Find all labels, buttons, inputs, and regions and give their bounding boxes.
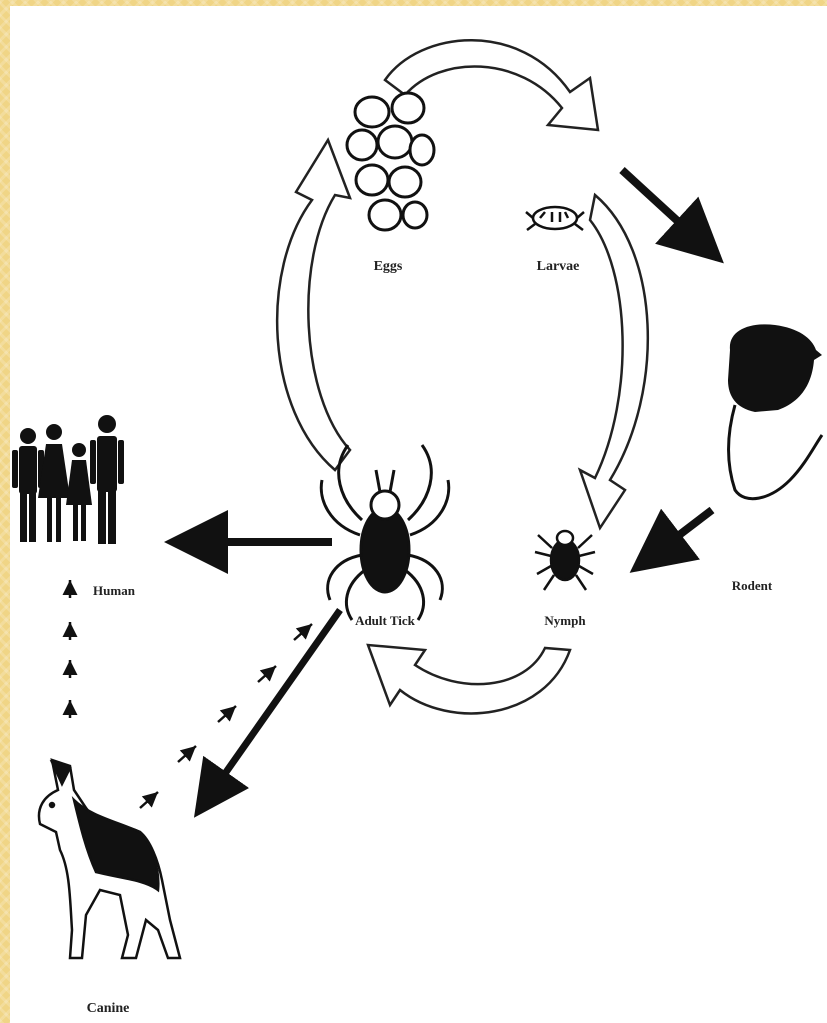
cycle-arrow-right [580,195,648,528]
label-human: Human [93,583,136,598]
label-larvae: Larvae [537,259,580,274]
rodent-illustration [728,324,822,498]
label-eggs: Eggs [374,259,403,274]
label-adult-tick: Adult Tick [355,613,416,628]
canine-illustration [39,760,180,958]
larvae-illustration [526,207,584,230]
eggs-illustration [347,93,434,230]
label-nymph: Nymph [544,613,586,628]
dotted-arrow-canine-to-adult [140,624,312,808]
cycle-arrow-bottom [368,645,570,713]
human-family-illustration [12,415,124,544]
arrow-adult-to-canine [198,610,340,812]
nymph-illustration [535,531,595,590]
arrow-rodent-to-nymph [636,510,712,568]
arrow-larvae-to-rodent [622,170,718,258]
label-canine: Canine [87,1001,130,1016]
cycle-arrow-left [277,140,350,470]
label-rodent: Rodent [732,578,773,593]
adult-tick-illustration [321,445,448,620]
